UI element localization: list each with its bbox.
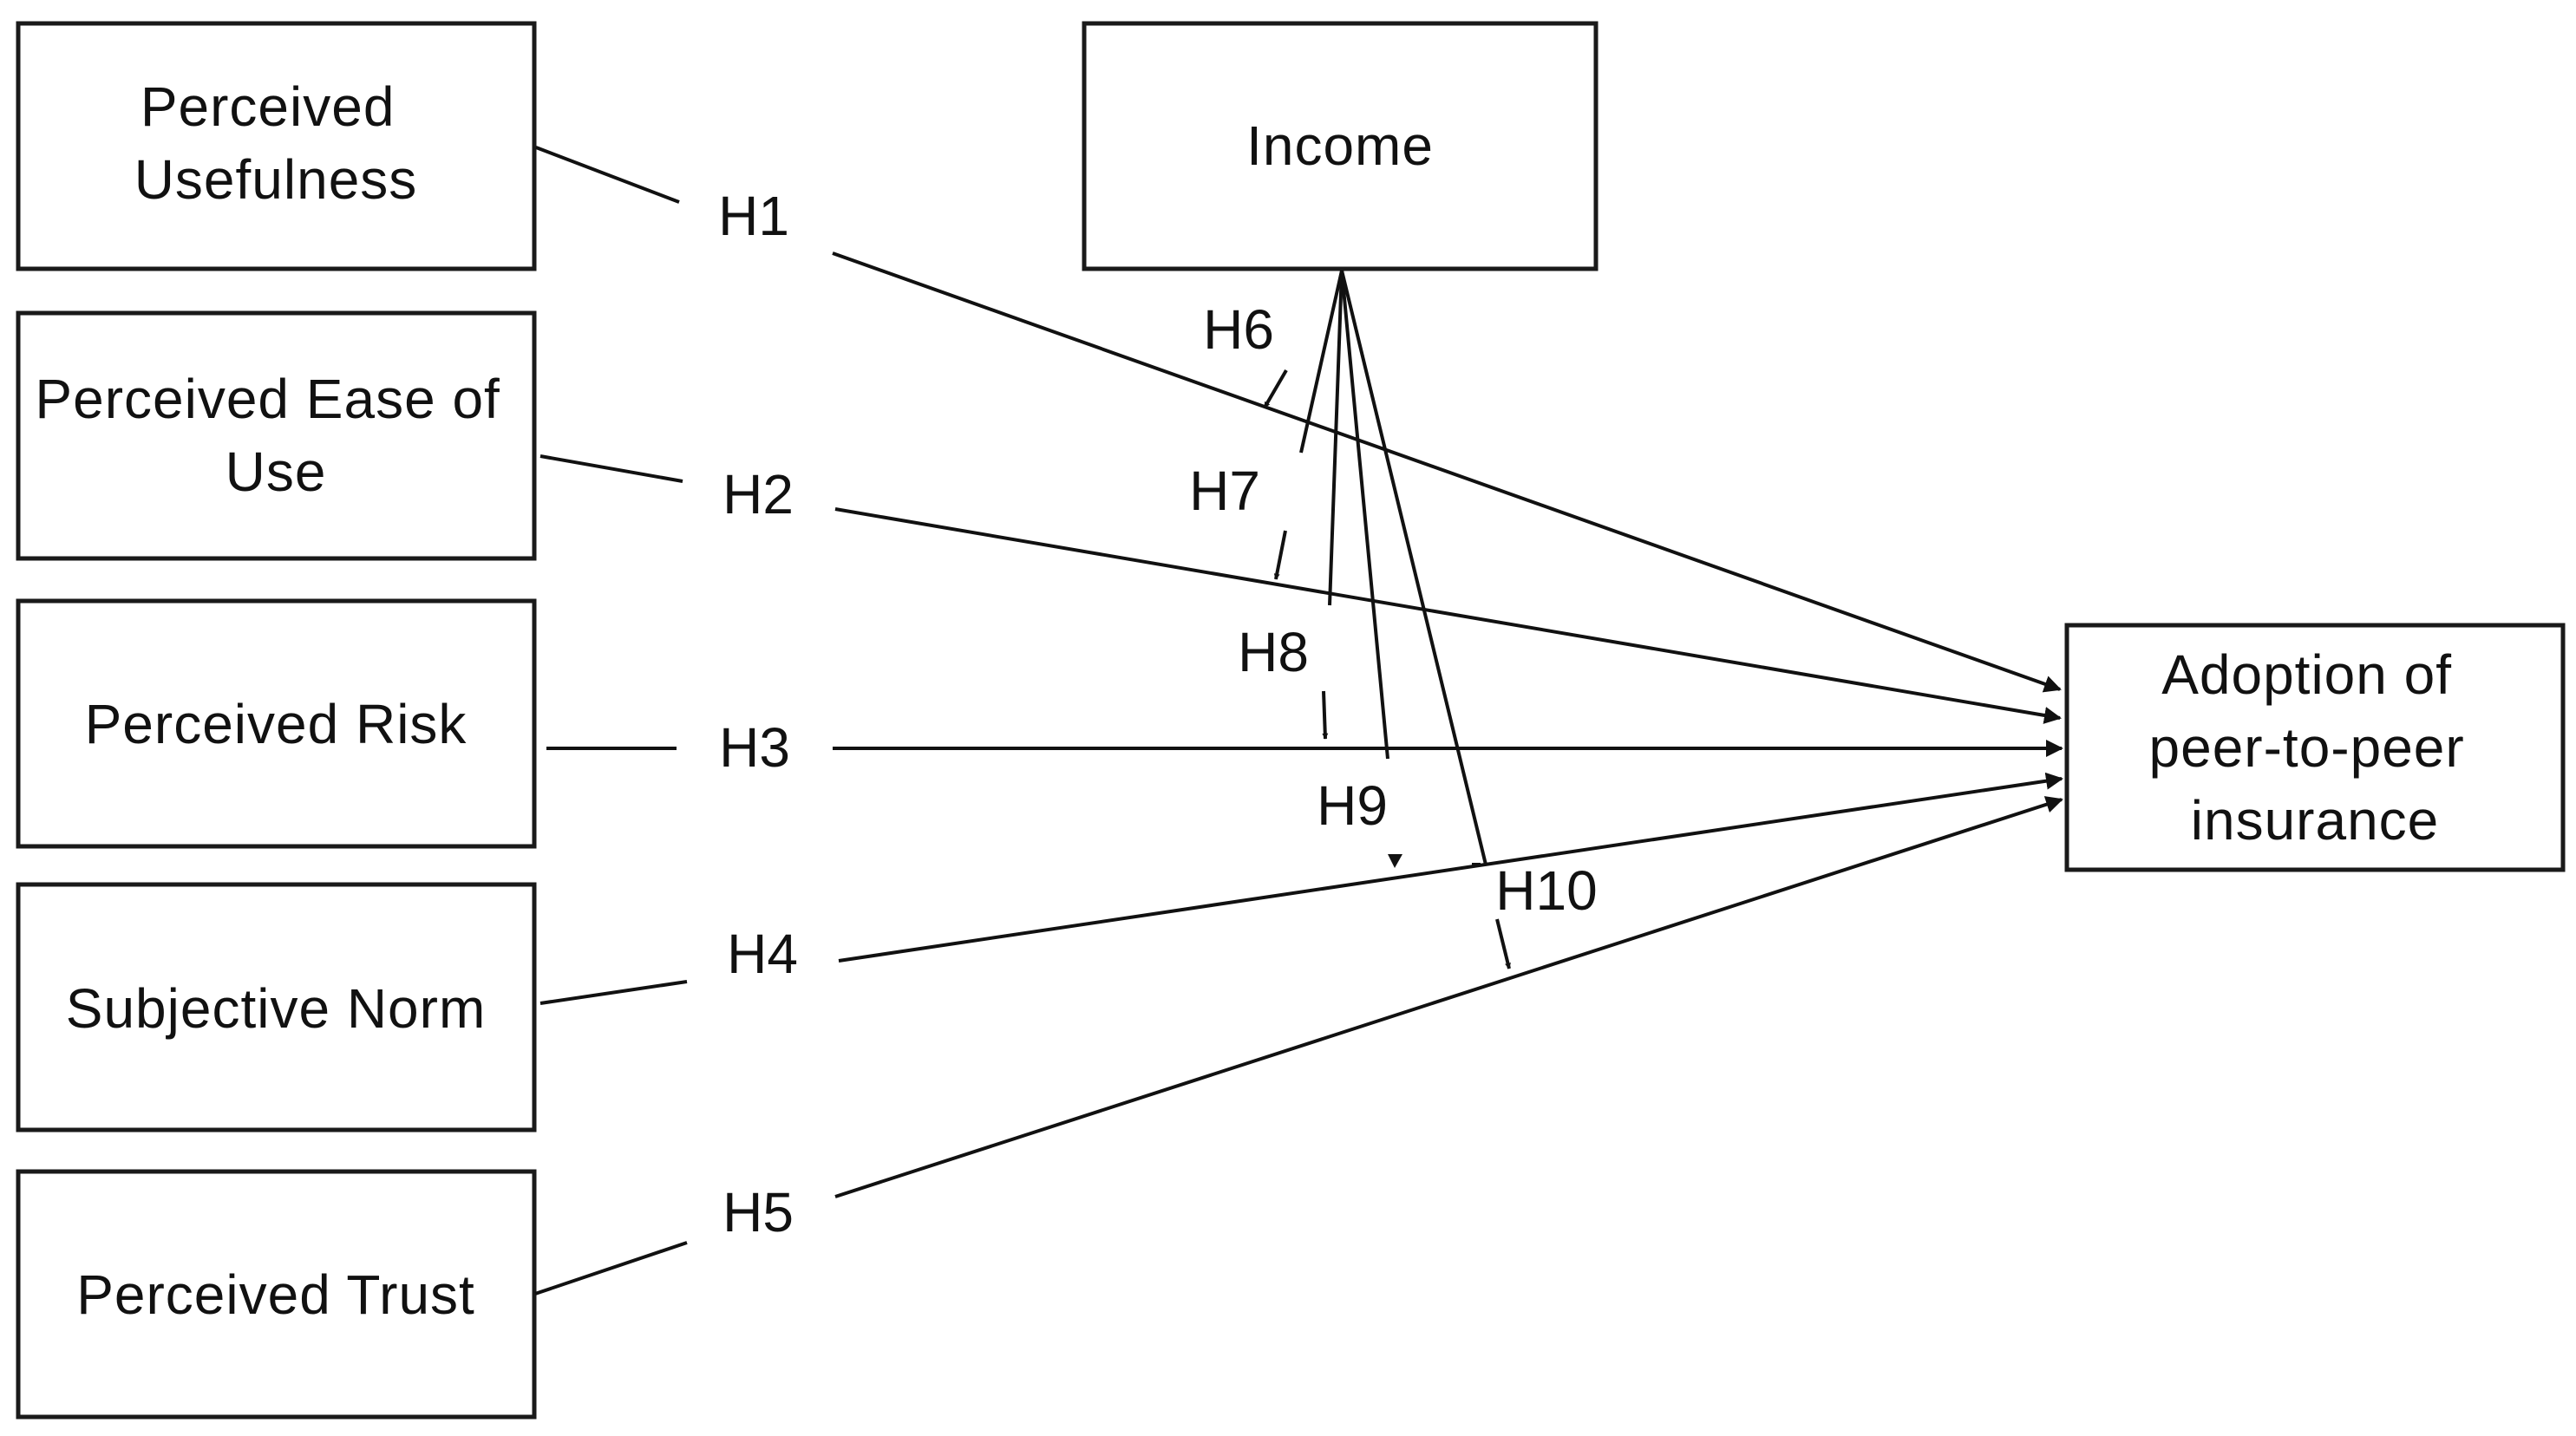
label-h1: H1 bbox=[718, 185, 789, 247]
path-h2 bbox=[539, 454, 2062, 724]
node-label-line: Use bbox=[226, 441, 327, 503]
label-h2: H2 bbox=[722, 463, 794, 525]
node-label-line: Perceived Risk bbox=[85, 693, 467, 755]
svg-text:Subjective Norm: Subjective Norm bbox=[66, 977, 487, 1040]
node-label-line: Perceived Ease of bbox=[35, 368, 500, 430]
node-perceived-risk: Perceived Risk bbox=[16, 598, 537, 849]
moderation-lines bbox=[1299, 270, 1487, 866]
label-h7: H7 bbox=[1189, 460, 1260, 522]
node-label-line: insurance bbox=[2191, 789, 2440, 852]
node-subjective-norm: Subjective Norm bbox=[16, 882, 537, 1132]
svg-text:Perceived Risk: Perceived Risk bbox=[85, 693, 467, 755]
label-h8: H8 bbox=[1238, 621, 1309, 683]
node-perceived-ease-of-use: Perceived Ease of Use bbox=[16, 310, 537, 561]
node-label-line: Subjective Norm bbox=[66, 977, 487, 1040]
moderation-arrowheads bbox=[1263, 369, 1511, 969]
svg-text:Adoption of peer-to-peer: Adoption of peer-to-peer insurance bbox=[2149, 643, 2481, 852]
node-perceived-trust: Perceived Trust bbox=[16, 1169, 537, 1420]
label-h3: H3 bbox=[719, 716, 790, 779]
svg-text:Income: Income bbox=[1246, 114, 1434, 177]
node-adoption: Adoption of peer-to-peer insurance bbox=[2064, 623, 2566, 872]
node-perceived-usefulness: Perceived Usefulness bbox=[16, 21, 537, 271]
label-h4: H4 bbox=[727, 923, 798, 985]
node-income: Income bbox=[1082, 21, 1599, 271]
node-label-line: Perceived bbox=[141, 75, 396, 138]
path-h5 bbox=[534, 796, 2063, 1296]
label-h5: H5 bbox=[722, 1181, 794, 1243]
path-h4 bbox=[539, 772, 2063, 1005]
label-h10: H10 bbox=[1495, 859, 1597, 922]
node-label-line: peer-to-peer bbox=[2149, 716, 2465, 779]
label-h6: H6 bbox=[1203, 298, 1274, 361]
svg-text:Perceived Usefulness: Perceived Usefulness bbox=[134, 75, 418, 211]
node-label-line: Adoption of bbox=[2161, 643, 2452, 706]
svg-text:Perceived Trust: Perceived Trust bbox=[76, 1263, 475, 1326]
label-h9: H9 bbox=[1317, 774, 1388, 837]
svg-text:Perceived Ease of Use: Perceived Ease of Use bbox=[35, 368, 516, 503]
node-label-line: Usefulness bbox=[134, 148, 418, 211]
path-h1 bbox=[535, 146, 2062, 693]
node-label-line: Income bbox=[1246, 114, 1434, 177]
node-label-line: Perceived Trust bbox=[76, 1263, 475, 1326]
